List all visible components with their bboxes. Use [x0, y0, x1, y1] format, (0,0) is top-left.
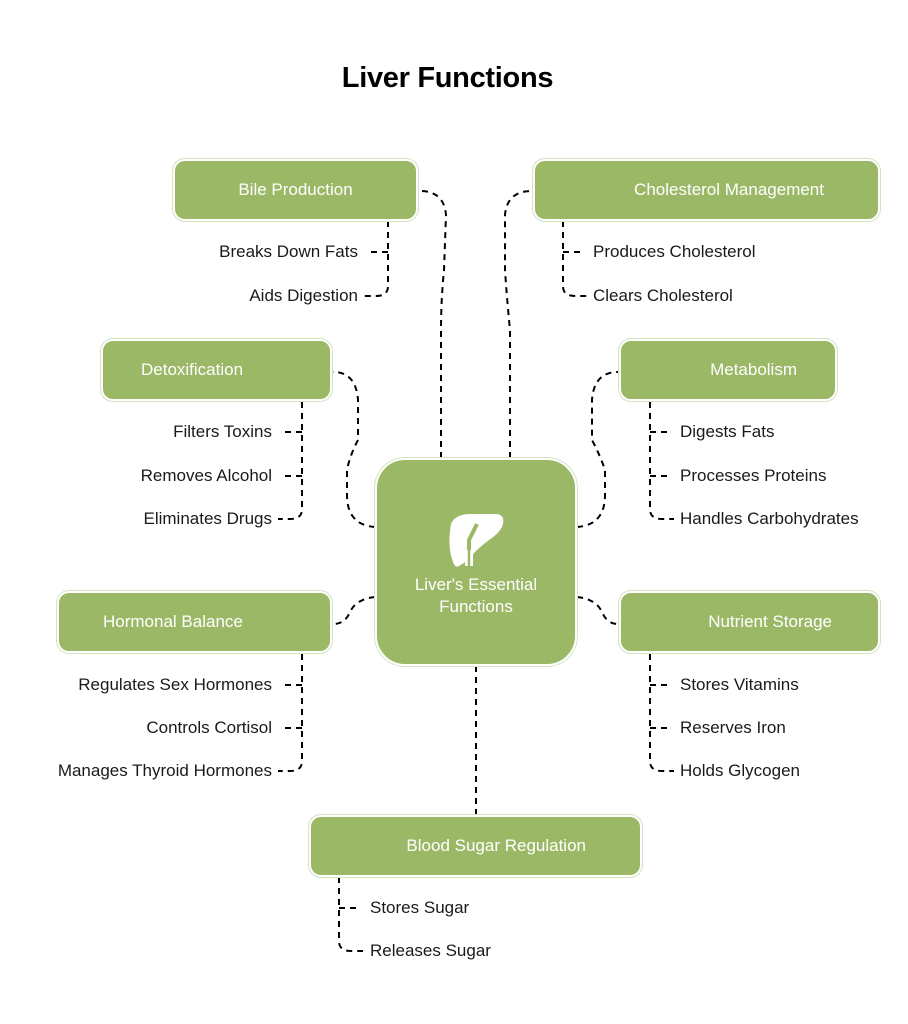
detox-item-3: Eliminates Drugs — [143, 509, 273, 528]
metabolism-box: Metabolism — [619, 339, 837, 401]
hormonal-item-2: Controls Cortisol — [146, 718, 272, 737]
bile-item-1: Breaks Down Fats — [219, 242, 358, 261]
blood-sugar-regulation-box: Blood Sugar Regulation — [309, 815, 642, 877]
cholesterol-item-2: Clears Cholesterol — [593, 286, 733, 305]
center-label: Liver's Essential Functions — [414, 575, 538, 616]
cholesterol-management-box: Cholesterol Management — [533, 159, 880, 221]
hormonal-balance-label: Hormonal Balance — [103, 612, 243, 631]
nutrient-item-3: Holds Glycogen — [680, 761, 801, 780]
cholesterol-item-1: Produces Cholesterol — [593, 242, 756, 261]
detoxification-box: Detoxification — [101, 339, 332, 401]
liver-icon — [449, 514, 504, 568]
connector-nutrient — [576, 596, 619, 625]
bile-item-2: Aids Digestion — [249, 286, 358, 305]
connector-metabolism — [576, 371, 619, 528]
connector-cholesterol — [504, 190, 533, 458]
metabolism-label: Metabolism — [710, 360, 797, 379]
cholesterol-management-label: Cholesterol Management — [634, 180, 824, 199]
page-title: Liver Functions — [341, 62, 554, 94]
nutrient-storage-box: Nutrient Storage — [619, 591, 880, 653]
hormonal-item-3: Manages Thyroid Hormones — [57, 761, 272, 780]
detoxification-label: Detoxification — [141, 360, 244, 379]
connector-detox — [332, 371, 376, 528]
blood-sugar-item-1: Stores Sugar — [370, 898, 470, 917]
connector-bile — [419, 190, 448, 458]
connector-hormonal — [332, 596, 376, 625]
nutrient-item-1: Stores Vitamins — [680, 675, 799, 694]
metabolism-item-3: Handles Carbohydrates — [680, 509, 859, 528]
blood-sugar-item-2: Releases Sugar — [370, 941, 491, 960]
bile-production-box: Bile Production — [173, 159, 418, 221]
bile-production-label: Bile Production — [238, 180, 353, 199]
metabolism-item-2: Processes Proteins — [680, 466, 827, 485]
blood-sugar-regulation-label: Blood Sugar Regulation — [406, 836, 586, 855]
hormonal-balance-box: Hormonal Balance — [57, 591, 332, 653]
hormonal-item-1: Regulates Sex Hormones — [78, 675, 272, 694]
metabolism-item-1: Digests Fats — [680, 422, 775, 441]
nutrient-item-2: Reserves Iron — [680, 718, 786, 737]
center-node: Liver's Essential Functions — [375, 458, 577, 666]
nutrient-storage-label: Nutrient Storage — [708, 612, 832, 631]
detox-item-2: Removes Alcohol — [140, 466, 272, 485]
detox-item-1: Filters Toxins — [173, 422, 272, 441]
